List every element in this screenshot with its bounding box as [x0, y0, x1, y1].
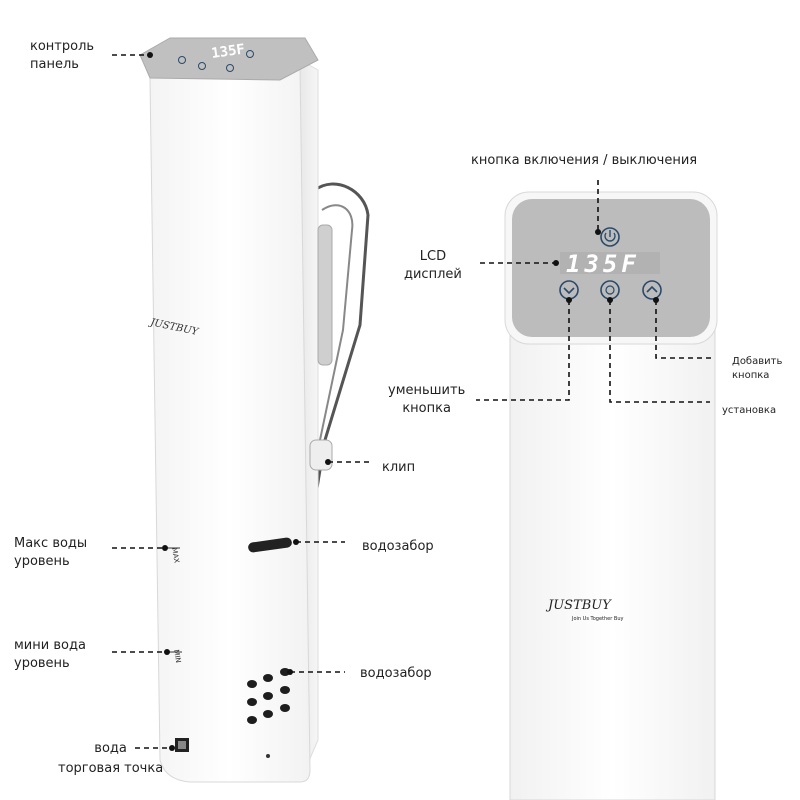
min-water-label: мини вода уровень [14, 638, 86, 671]
lcd-display-text: 135F [566, 250, 640, 278]
bottom-dot [266, 754, 270, 758]
max-mark: MAX [170, 547, 181, 564]
top-button-up [226, 64, 234, 72]
lcd-display [560, 252, 660, 274]
leader-lines [112, 54, 712, 749]
top-panel [139, 37, 319, 81]
clip-foot [309, 439, 333, 471]
intake-label-2: водозабор [360, 666, 432, 681]
water-outlet-label: вода торговая точка [58, 741, 164, 776]
max-water-label: Макс воды уровень [14, 536, 88, 569]
right-device: 135F JUSTBUY Join Us Together Buy [504, 191, 718, 800]
intake-slot [248, 537, 292, 553]
clip-label: клип [382, 460, 416, 475]
clip [313, 182, 370, 501]
top-button-down [178, 56, 186, 64]
control-panel-label: контроль панель [30, 39, 95, 72]
intake-holes [247, 668, 290, 724]
right-logo-tagline: Join Us Together Buy [571, 616, 623, 622]
setting-label: установка [722, 405, 777, 416]
top-button-set [198, 62, 206, 70]
top-display-text: 135F [210, 41, 246, 62]
leader-dots [147, 52, 659, 751]
left-device: 135F JUSTBUY MAX MIN [139, 37, 370, 783]
top-button-power [246, 50, 254, 58]
clip-holder [317, 224, 333, 366]
right-logo: JUSTBUY [545, 598, 612, 613]
decrease-label: уменьшить кнопка [388, 383, 466, 416]
intake-label-1: водозабор [362, 539, 434, 554]
up-button-icon [642, 280, 662, 300]
lcd-label: LCD дисплей [404, 249, 462, 282]
power-button-label: кнопка включения / выключения [471, 153, 698, 168]
clip-inner [319, 204, 354, 441]
add-label: Добавить кнопка [732, 356, 783, 381]
min-mark: MIN [172, 649, 182, 664]
power-icon [600, 227, 620, 247]
